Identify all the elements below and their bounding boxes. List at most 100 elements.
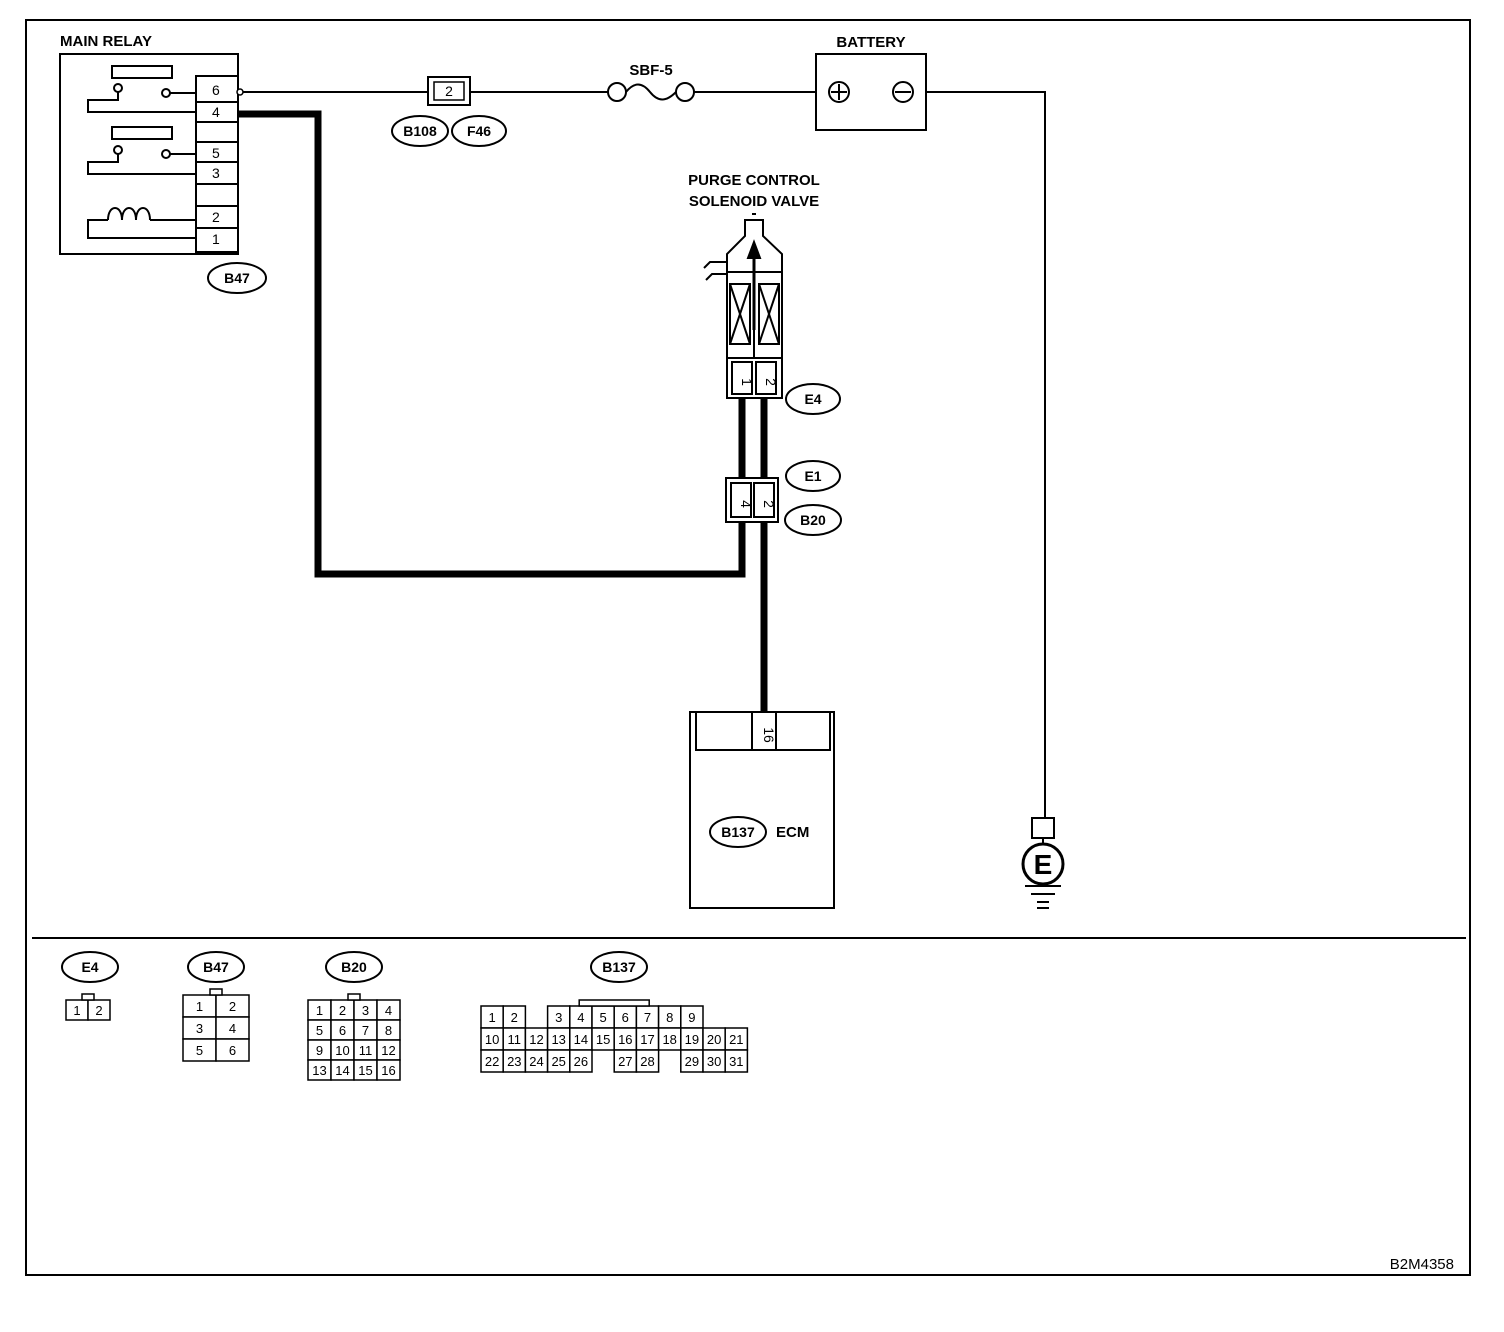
b137-tag: [709, 816, 767, 848]
connector-cell: [635, 1049, 660, 1073]
relay-pin-2: 2: [212, 209, 220, 225]
connector-view-tag: [61, 951, 119, 983]
connector-cell-label: 6: [622, 1010, 629, 1025]
b20-tag: [784, 504, 842, 536]
connector-cell-label: 26: [574, 1054, 588, 1069]
connector-cell-label: 2: [511, 1010, 518, 1025]
figure-id: B2M4358: [1390, 1256, 1454, 1273]
connector-view-tag-label: B20: [341, 959, 367, 975]
connector-cell-label: 14: [335, 1063, 349, 1078]
main-relay-label: MAIN RELAY: [60, 33, 152, 50]
ground-symbol: E: [1021, 817, 1065, 909]
relay-pin-3: 3: [212, 165, 220, 181]
f46-tag-label: F46: [467, 123, 491, 139]
connector-cell-label: 6: [229, 1043, 236, 1058]
connector-cell: [215, 1038, 250, 1062]
connector-cell-label: 1: [73, 1003, 80, 1018]
connector-cell: [376, 1059, 401, 1081]
connector-cell-label: 24: [529, 1054, 543, 1069]
ecm: [689, 711, 835, 909]
connector-cell-label: 3: [555, 1010, 562, 1025]
connector-cell-label: 11: [508, 1032, 522, 1047]
connector-cell-label: 15: [358, 1063, 372, 1078]
b20-tag-label: B20: [800, 512, 826, 528]
connector-view-tag: [590, 951, 648, 983]
e1-tag-label: E1: [804, 468, 821, 484]
fuse-connector-pin: 2: [445, 83, 453, 99]
ground-label: E: [1034, 849, 1053, 880]
main-relay: 6 4 5 3 2 1: [59, 53, 239, 255]
connector-cell-label: 6: [339, 1023, 346, 1038]
battery-negative-icon: [892, 81, 914, 103]
connector-cell-label: 11: [359, 1043, 373, 1058]
fuse-label: SBF-5: [629, 62, 672, 79]
connector-cell-label: 18: [662, 1032, 676, 1047]
connector-cell-label: 7: [644, 1010, 651, 1025]
solenoid-valve: [703, 213, 783, 399]
battery-label: BATTERY: [836, 34, 905, 51]
connector-cell-label: 25: [551, 1054, 565, 1069]
solenoid-label-line2: SOLENOID VALVE: [689, 193, 819, 210]
b47-tag: [207, 262, 267, 294]
connector-view-tag-label: B47: [203, 959, 229, 975]
relay-pin-1: 1: [212, 231, 220, 247]
relay-pin-5: 5: [212, 145, 220, 161]
e4-tag: [785, 383, 841, 415]
connector-cell-label: 4: [229, 1021, 236, 1036]
connector-cell: [569, 1049, 593, 1073]
connector-view-tag-label: B137: [602, 959, 636, 975]
connector-cell: [724, 1049, 749, 1073]
b137-tag-label: B137: [721, 824, 755, 840]
solenoid-label-line1: PURGE CONTROL: [688, 172, 820, 189]
connector-cell-label: 3: [362, 1003, 369, 1018]
e1-tag: [785, 460, 841, 492]
connector-cell-label: 2: [229, 999, 236, 1014]
connector-view-tag: [187, 951, 245, 983]
ground-wire: [926, 91, 1046, 818]
connector-cell-label: 16: [618, 1032, 632, 1047]
e4-tag-label: E4: [804, 391, 821, 407]
connector-cell-label: 5: [316, 1023, 323, 1038]
connector-cell-label: 9: [688, 1010, 695, 1025]
connector-cell-label: 5: [196, 1043, 203, 1058]
connector-cell-label: 2: [95, 1003, 102, 1018]
relay-pin-6: 6: [212, 82, 220, 98]
connector-cell-label: 1: [488, 1010, 495, 1025]
connector-cell-label: 13: [551, 1032, 565, 1047]
ecm-pin-16: 16: [761, 727, 777, 743]
f46-tag: [451, 115, 507, 147]
connector-cell: [87, 999, 111, 1021]
connector-cell-label: 28: [640, 1054, 654, 1069]
connector-view-tag: [325, 951, 383, 983]
ecm-label: ECM: [776, 824, 809, 841]
connector-cell-label: 10: [335, 1043, 349, 1058]
connector-cell-label: 20: [707, 1032, 721, 1047]
connector-cell-label: 14: [574, 1032, 588, 1047]
e4-pin-1: 1: [739, 378, 755, 386]
b108-tag: [391, 115, 449, 147]
connector-cell-label: 7: [362, 1023, 369, 1038]
connector-cell-label: 17: [640, 1032, 654, 1047]
relay-pin-4: 4: [212, 104, 220, 120]
b108-tag-label: B108: [403, 123, 437, 139]
connector-view-tag-label: E4: [81, 959, 98, 975]
b47-tag-label: B47: [224, 270, 250, 286]
connector-cell-label: 29: [685, 1054, 699, 1069]
connector-cell-label: 5: [599, 1010, 606, 1025]
connector-cell-label: 22: [485, 1054, 499, 1069]
connector-cell-label: 8: [666, 1010, 673, 1025]
connector-cell-label: 4: [385, 1003, 392, 1018]
connector-cell-label: 27: [618, 1054, 632, 1069]
connector-cell-label: 4: [577, 1010, 584, 1025]
connector-cell-label: 21: [729, 1032, 743, 1047]
connector-cell-label: 12: [381, 1043, 395, 1058]
connector-cell-label: 3: [196, 1021, 203, 1036]
battery-positive-icon: [828, 81, 850, 103]
connector-cell-label: 9: [316, 1043, 323, 1058]
fuse-connector: 2: [427, 76, 471, 106]
diagram-frame: [25, 19, 1471, 1276]
